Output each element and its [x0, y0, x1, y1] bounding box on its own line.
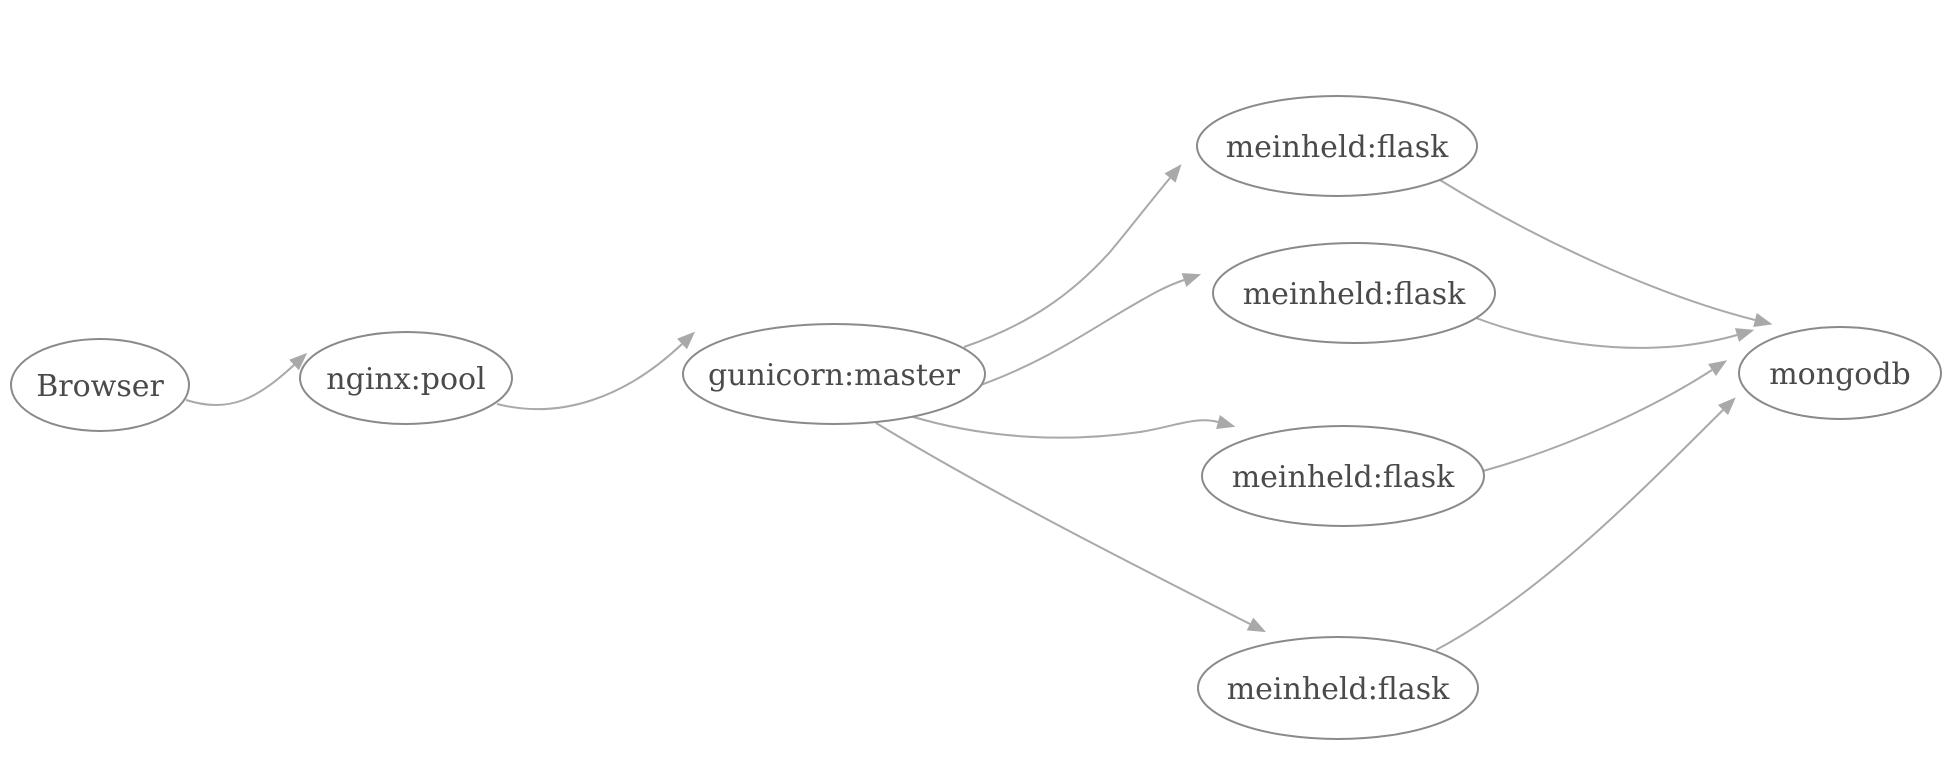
node-flask-worker-2-label: meinheld:flask — [1243, 277, 1466, 312]
edge-browser-nginx — [185, 352, 308, 407]
edge-group — [185, 164, 1773, 651]
edge-flask3-mongodb — [1482, 360, 1728, 472]
node-flask-worker-4-ellipse — [1197, 636, 1479, 740]
edge-nginx-gunicorn — [496, 331, 696, 411]
edge-flask4-mongodb — [1435, 397, 1736, 651]
node-mongodb-ellipse — [1738, 326, 1942, 420]
edge-gunicorn-flask3 — [909, 415, 1236, 439]
node-nginx-pool: nginx:pool — [299, 331, 513, 425]
node-gunicorn-master: gunicorn:master — [682, 323, 986, 425]
node-gunicorn-master-label: gunicorn:master — [708, 358, 961, 393]
node-flask-worker-1-label: meinheld:flask — [1226, 130, 1449, 165]
node-flask-worker-4: meinheld:flask — [1197, 636, 1479, 740]
node-mongodb: mongodb — [1738, 326, 1942, 420]
node-flask-worker-2: meinheld:flask — [1212, 242, 1496, 344]
node-flask-worker-3-label: meinheld:flask — [1232, 460, 1455, 495]
node-mongodb-label: mongodb — [1769, 357, 1911, 392]
node-nginx-pool-ellipse — [299, 331, 513, 425]
node-browser-label: Browser — [36, 369, 164, 404]
edge-gunicorn-flask1 — [963, 164, 1182, 348]
node-browser-ellipse — [10, 338, 190, 432]
node-gunicorn-master-ellipse — [682, 323, 986, 425]
node-flask-worker-1: meinheld:flask — [1196, 95, 1478, 197]
node-flask-worker-3: meinheld:flask — [1201, 425, 1485, 527]
node-flask-worker-1-ellipse — [1196, 95, 1478, 197]
edge-gunicorn-flask2 — [977, 273, 1202, 387]
edge-gunicorn-flask4 — [875, 422, 1267, 633]
node-flask-worker-2-ellipse — [1212, 242, 1496, 344]
edge-flask1-mongodb — [1439, 179, 1773, 327]
edge-flask2-mongodb — [1475, 317, 1755, 349]
node-browser: Browser — [10, 338, 190, 432]
node-nginx-pool-label: nginx:pool — [326, 362, 485, 397]
node-flask-worker-4-label: meinheld:flask — [1227, 672, 1450, 707]
node-flask-worker-3-ellipse — [1201, 425, 1485, 527]
